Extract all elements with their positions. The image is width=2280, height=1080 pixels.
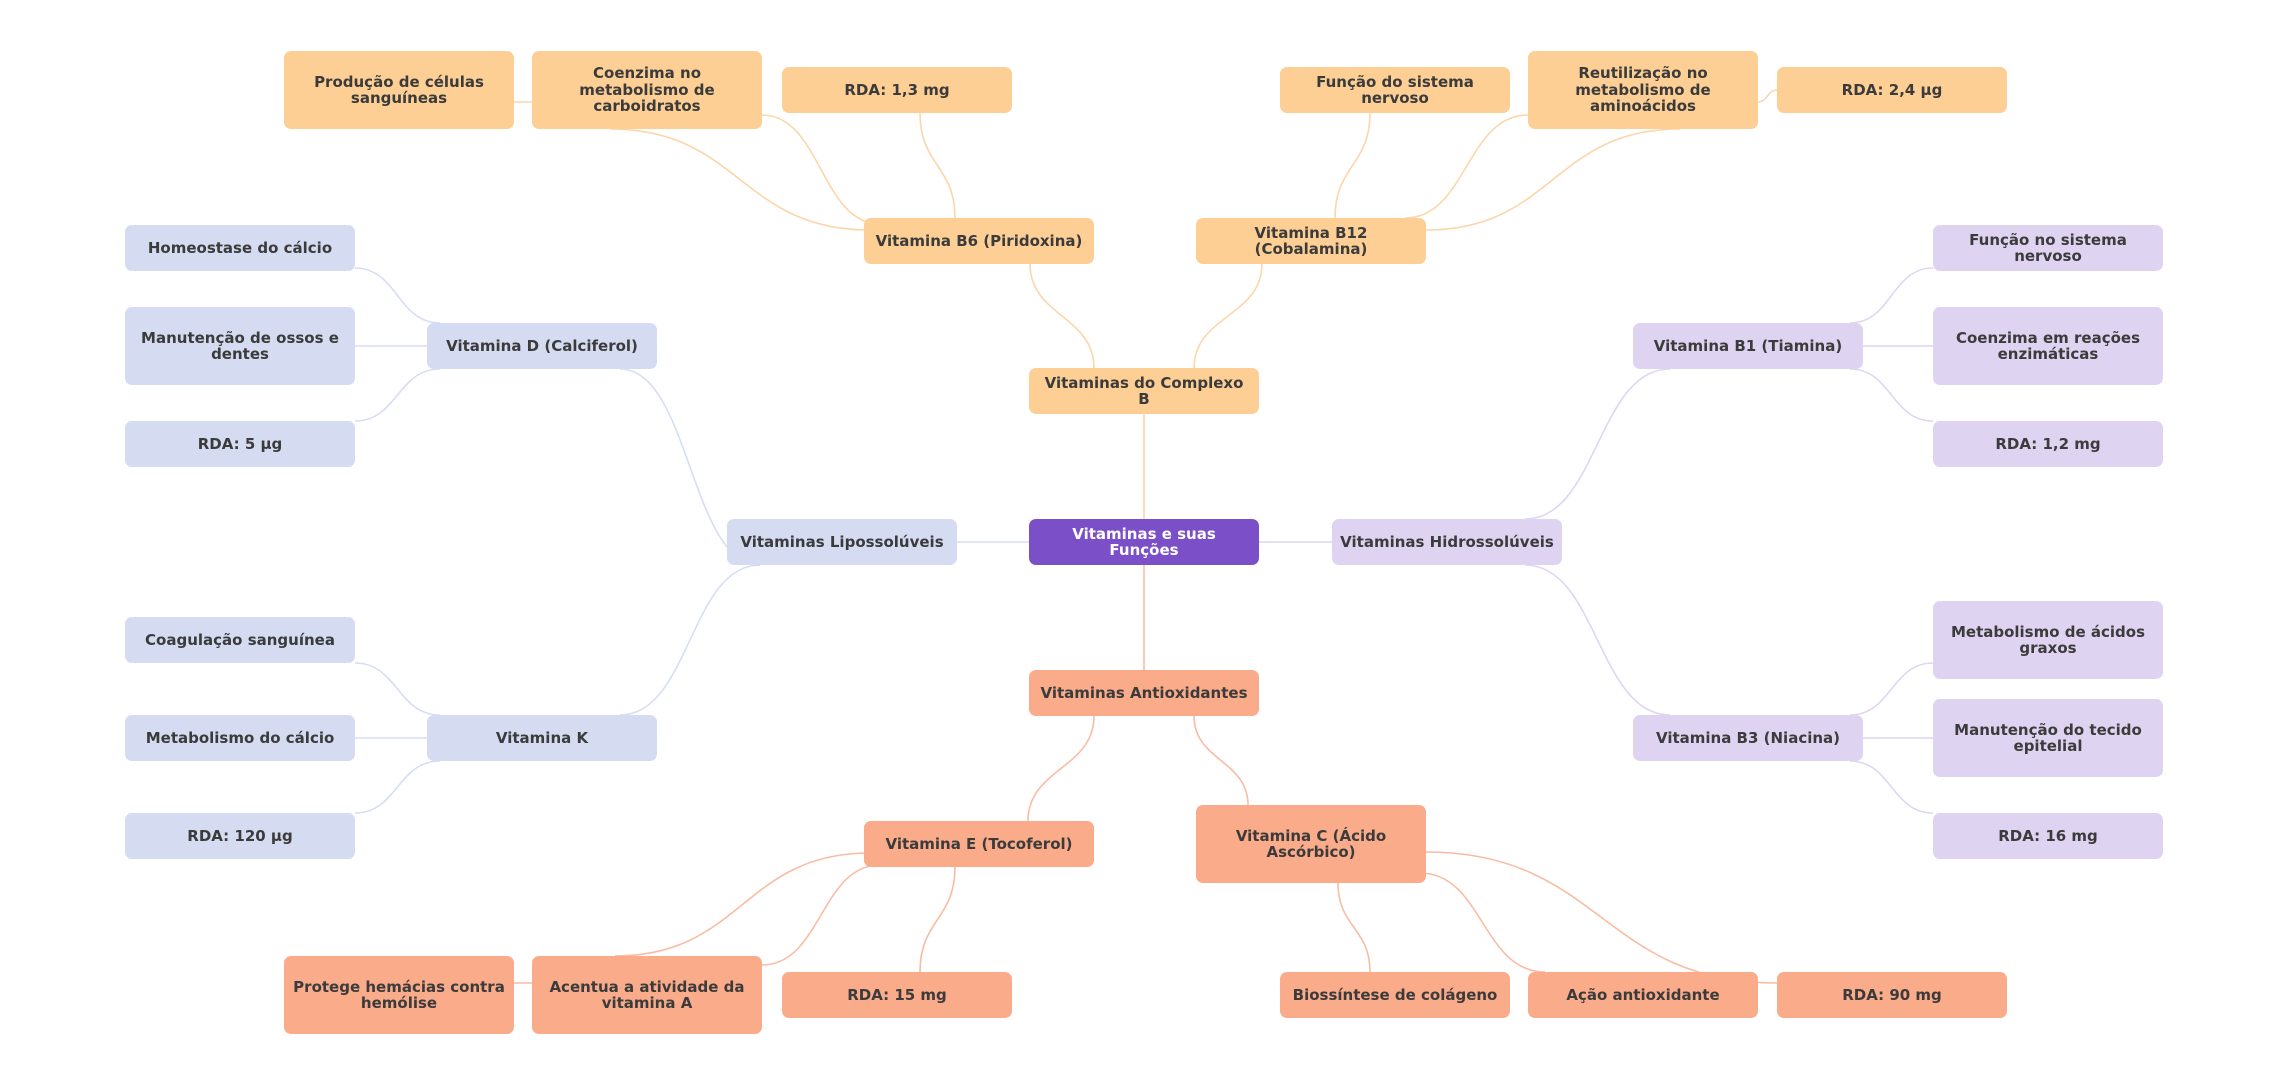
edge-b3-acidos [1849,662,1934,716]
vitamina-b1-item-sistema-nervoso[interactable]: Função no sistema nervoso [1933,225,2163,271]
edge-lipo-k [619,564,761,716]
vitamina-b1-item-rda[interactable]: RDA: 1,2 mg [1933,421,2163,467]
branch-complexo-b[interactable]: Vitaminas do Complexo B [1029,368,1259,414]
branch-lipossoluveis[interactable]: Vitaminas Lipossolúveis [727,519,957,565]
vitamina-b12-item-rda[interactable]: RDA: 2,4 µg [1777,67,2007,113]
vitamina-d-item-ossos[interactable]: Manutenção de ossos e dentes [125,307,355,385]
vitamina-b3-node[interactable]: Vitamina B3 (Niacina) [1633,715,1863,761]
edge-d-homeostase [354,267,441,324]
vitamina-b6-item-coenzima[interactable]: Coenzima no metabolismo de carboidratos [532,51,762,129]
vitamina-b3-item-acidos-graxos[interactable]: Metabolismo de ácidos graxos [1933,601,2163,679]
edge-b3-rda [1849,760,1934,814]
vitamina-b1-node[interactable]: Vitamina B1 (Tiamina) [1633,323,1863,369]
vitamina-b1-item-coenzima[interactable]: Coenzima em reações enzimáticas [1933,307,2163,385]
edge-complexo-b12 [1193,263,1263,369]
vitamina-c-node[interactable]: Vitamina C (Ácido Ascórbico) [1196,805,1426,883]
root-node[interactable]: Vitaminas e suas Funções [1029,519,1259,565]
edge-e-vitamina-a-2 [761,864,881,966]
vitamina-b3-item-tecido-epitelial[interactable]: Manutenção do tecido epitelial [1933,699,2163,777]
branch-antioxidantes[interactable]: Vitaminas Antioxidantes [1029,670,1259,716]
vitamina-d-node[interactable]: Vitamina D (Calciferol) [427,323,657,369]
vitamina-e-node[interactable]: Vitamina E (Tocoferol) [864,821,1094,867]
edge-hidro-b1 [1524,368,1671,520]
vitamina-b3-item-rda[interactable]: RDA: 16 mg [1933,813,2163,859]
edge-complexo-b6 [1029,263,1095,369]
edge-aminoacidos-rda [1757,89,1778,103]
vitamina-d-item-homeostase[interactable]: Homeostase do cálcio [125,225,355,271]
vitamina-k-node[interactable]: Vitamina K [427,715,657,761]
edge-e-rda [919,866,956,973]
edge-b12-sistema [1334,112,1371,219]
vitamina-d-item-rda[interactable]: RDA: 5 µg [125,421,355,467]
vitamina-c-item-rda[interactable]: RDA: 90 mg [1777,972,2007,1018]
edge-k-rda [354,760,441,814]
edge-c-antioxidante [1419,872,1546,973]
vitamina-b6-node[interactable]: Vitamina B6 (Piridoxina) [864,218,1094,264]
edge-hidro-b3 [1524,564,1671,716]
edge-antioxidantes-c [1193,715,1249,806]
vitamina-b6-item-rda[interactable]: RDA: 1,3 mg [782,67,1012,113]
edge-b12-aminoacidos-2 [1425,128,1681,231]
vitamina-k-item-coagulacao[interactable]: Coagulação sanguínea [125,617,355,663]
vitamina-k-item-rda[interactable]: RDA: 120 µg [125,813,355,859]
edge-c-colageno [1337,882,1371,973]
vitamina-c-item-colageno[interactable]: Biossíntese de colágeno [1280,972,1510,1018]
edge-d-rda [354,368,441,422]
edge-b6-coenzima [609,128,871,231]
vitamina-k-item-calcio[interactable]: Metabolismo do cálcio [125,715,355,761]
vitamina-c-item-antioxidante[interactable]: Ação antioxidante [1528,972,1758,1018]
vitamina-e-item-rda[interactable]: RDA: 15 mg [782,972,1012,1018]
branch-hidrossoluveis[interactable]: Vitaminas Hidrossolúveis [1332,519,1562,565]
vitamina-b12-node[interactable]: Vitamina B12 (Cobalamina) [1196,218,1426,264]
vitamina-b12-item-aminoacidos[interactable]: Reutilização no metabolismo de aminoácid… [1528,51,1758,129]
vitamina-b12-item-sistema-nervoso[interactable]: Função do sistema nervoso [1280,67,1510,113]
edge-k-coagulacao [354,662,441,716]
edge-b12-aminoacidos [1404,114,1529,219]
vitamina-e-subitem-hemacias[interactable]: Protege hemácias contra hemólise [284,956,514,1034]
edge-e-vitamina-a [614,852,871,957]
vitamina-e-item-vitamina-a[interactable]: Acentua a atividade da vitamina A [532,956,762,1034]
vitamina-b6-subitem-celulas[interactable]: Produção de células sanguíneas [284,51,514,129]
edge-antioxidantes-e [1027,715,1095,822]
edge-b6-coenzima-2 [761,114,881,225]
edge-b1-rda [1849,368,1934,422]
edge-b6-rda [919,112,956,219]
edge-b1-sistema [1849,267,1934,324]
